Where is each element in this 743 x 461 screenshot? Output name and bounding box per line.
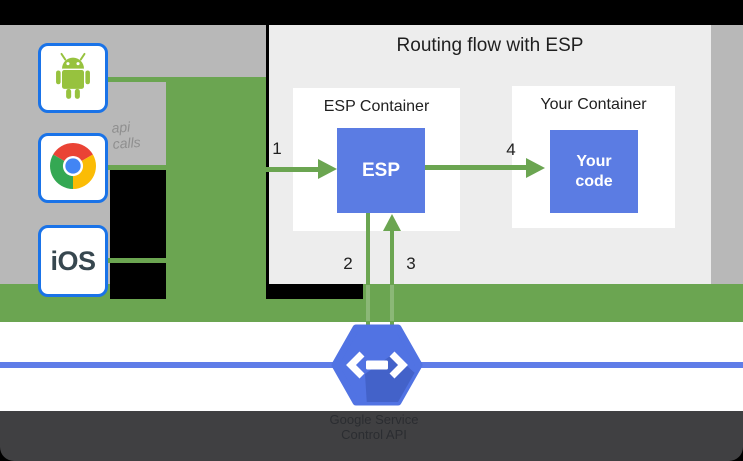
step1-arrowhead-icon	[318, 159, 337, 179]
android-client-box	[38, 43, 108, 113]
step2-line-highlight	[366, 285, 370, 321]
footer-strip	[0, 411, 743, 461]
step-label-2: 2	[343, 254, 353, 273]
step-label-4: 4	[506, 140, 516, 159]
background-notch-right	[266, 284, 363, 299]
your-container-label: Your Container	[540, 96, 647, 113]
google-cloud-endpoints-hexagon-icon	[331, 324, 423, 406]
api-calls-annotation: api calls	[110, 118, 142, 152]
ios-label: iOS	[50, 245, 96, 276]
ios-client-box: iOS	[38, 225, 108, 297]
api-traffic-bar	[166, 77, 266, 322]
step4-arrowhead-icon	[526, 158, 545, 178]
step2-arrow-line	[366, 213, 370, 330]
step-label-3: 3	[406, 254, 416, 273]
step3-line-highlight	[390, 285, 394, 321]
diagram-title: Routing flow with ESP	[396, 35, 584, 56]
step-label-1: 1	[272, 139, 282, 158]
esp-container-label: ESP Container	[323, 98, 430, 115]
android-request-arrow	[107, 77, 167, 82]
chrome-browser-icon	[50, 142, 96, 194]
esp-box: ESP	[337, 128, 425, 213]
step3-arrow-line	[390, 231, 394, 330]
background-notch-left	[110, 284, 166, 299]
your-code-box: Your code	[550, 130, 638, 213]
ios-request-arrow	[107, 258, 167, 263]
step4-arrow-shaft	[425, 165, 527, 170]
android-robot-icon	[51, 51, 95, 106]
right-gray-margin	[711, 25, 743, 284]
chrome-client-box	[38, 133, 108, 203]
service-control-label: Google Service Control API	[329, 412, 419, 442]
step1-arrow-shaft	[266, 167, 320, 172]
chrome-request-arrow	[107, 165, 167, 170]
background-gap	[110, 170, 166, 284]
step3-arrowhead-icon	[383, 214, 401, 231]
